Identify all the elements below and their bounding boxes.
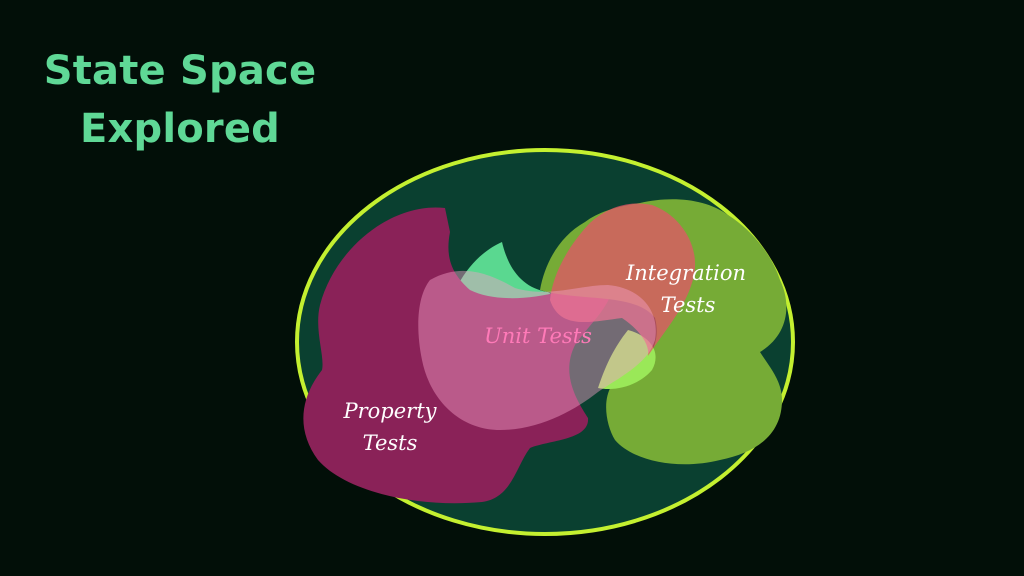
integration-tests-label-line-2: Tests xyxy=(661,293,716,317)
title-line-2: Explored xyxy=(79,106,281,152)
unit-tests-label: Unit Tests xyxy=(484,324,592,348)
property-tests-label-line-1: Property xyxy=(342,399,437,423)
title-line-1: State Space xyxy=(43,48,317,94)
property-tests-label-line-2: Tests xyxy=(363,431,418,455)
unexplored-highlight-region xyxy=(458,242,560,308)
unit-tests-region xyxy=(418,270,656,430)
slide-title: State Space Explored xyxy=(20,42,340,158)
integration-property-overlap xyxy=(550,203,696,356)
integration-unit-overlap xyxy=(598,330,656,390)
property-tests-region xyxy=(303,207,614,504)
integration-tests-label-line-1: Integration xyxy=(625,261,746,285)
